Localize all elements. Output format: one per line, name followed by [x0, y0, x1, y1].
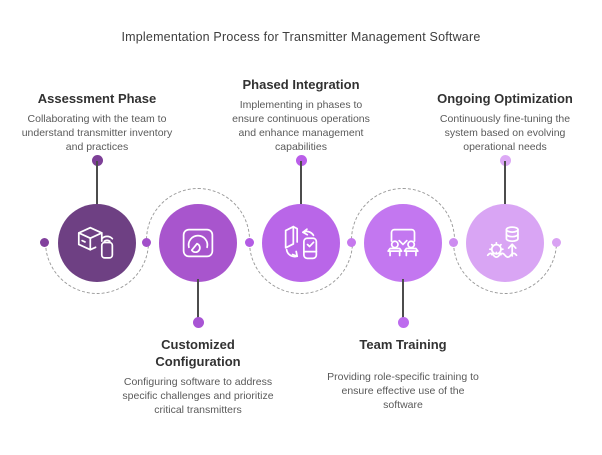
waypoint-dot [449, 237, 458, 247]
stem-line [504, 161, 506, 207]
step-description: Providing role-specific training to ensu… [327, 371, 479, 411]
stem-dot [499, 155, 511, 166]
waypoint-dot [552, 237, 561, 247]
stem-line [402, 279, 404, 323]
device-sync-icon [284, 225, 318, 260]
step-text-block: Team Training Providing role-specific tr… [313, 336, 493, 412]
page-title: Implementation Process for Transmitter M… [121, 30, 481, 44]
step-heading: Phased Integration [242, 77, 360, 92]
package-transmitter-icon [77, 226, 114, 259]
step-heading: Team Training [359, 337, 447, 352]
step-circle [159, 204, 237, 282]
step-circle [262, 204, 340, 282]
stem-line [197, 279, 199, 323]
waypoint-dot [347, 237, 356, 247]
waypoint-dot [40, 237, 49, 247]
stem-dot [192, 317, 204, 328]
waypoint-dot [245, 237, 254, 247]
step-text-block: Ongoing Optimization Continuously fine-t… [415, 68, 595, 154]
step-text-block: Customized Configuration Configuring sof… [108, 336, 288, 417]
stem-dot [295, 155, 307, 166]
step-circle [364, 204, 442, 282]
step-heading: Ongoing Optimization [437, 91, 573, 106]
step-heading: Assessment Phase [37, 91, 157, 106]
step-heading: Customized Configuration [155, 337, 241, 369]
stem-dot [397, 317, 409, 328]
step-description: Continuously fine-tuning the system base… [439, 113, 571, 153]
step-text-block: Assessment Phase Collaborating with the … [7, 68, 187, 154]
gauge-icon [182, 228, 214, 258]
step-circle [466, 204, 544, 282]
gear-database-growth-icon [486, 226, 519, 258]
team-training-icon [387, 228, 419, 257]
stem-line [300, 161, 302, 207]
stem-dot [91, 155, 103, 166]
waypoint-dot [142, 237, 151, 247]
stem-line [96, 161, 98, 207]
step-description: Collaborating with the team to understan… [21, 113, 173, 153]
step-circle [58, 204, 136, 282]
step-description: Implementing in phases to ensure continu… [232, 99, 370, 153]
step-text-block: Phased Integration Implementing in phase… [211, 68, 391, 154]
step-description: Configuring software to address specific… [122, 376, 274, 416]
